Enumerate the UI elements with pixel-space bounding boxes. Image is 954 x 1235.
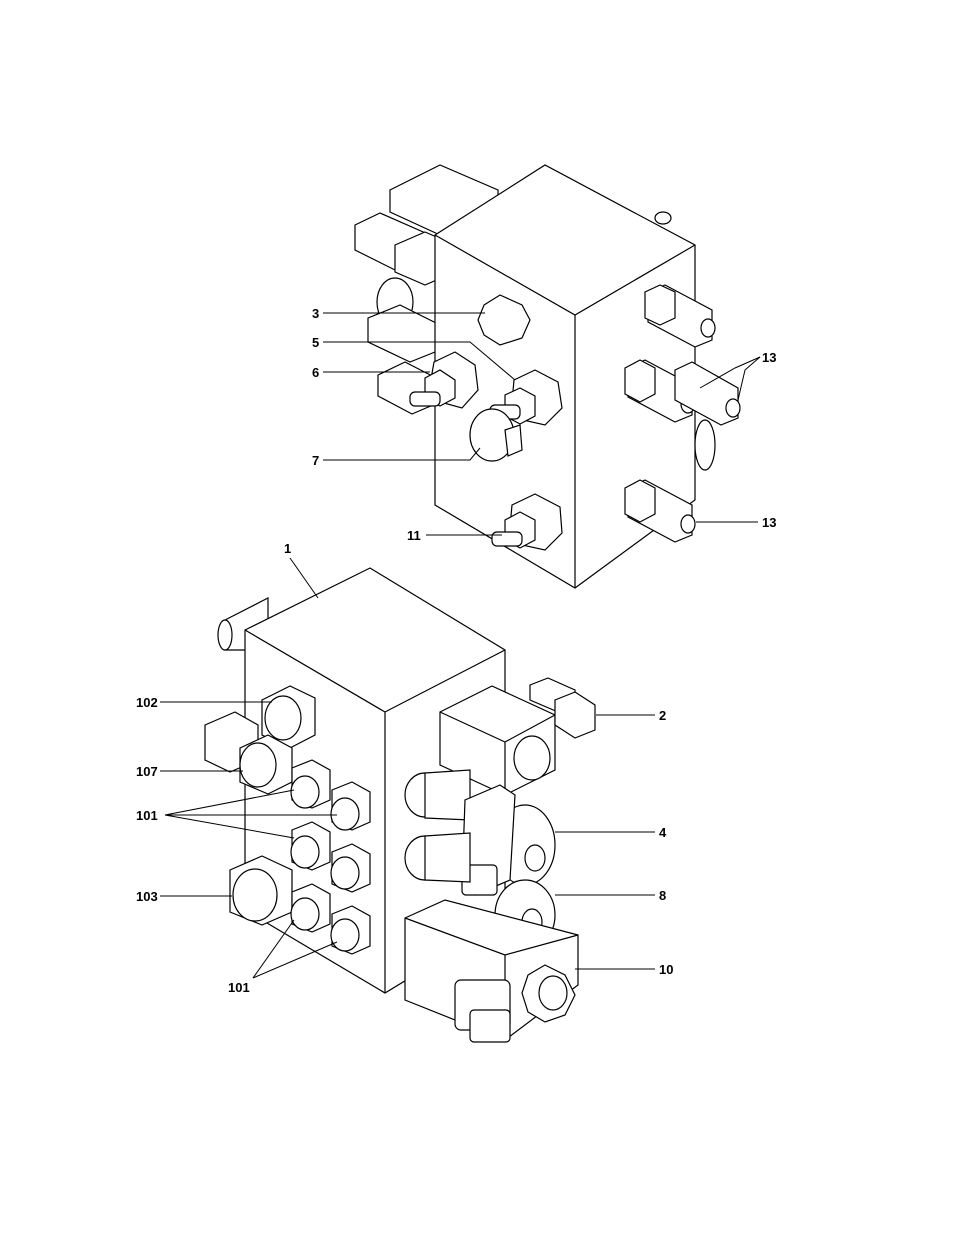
callout-101-lower: 101 [228,980,250,995]
callout-10: 10 [659,962,673,977]
upper-manifold-block [355,165,740,588]
callout-102: 102 [136,695,158,710]
callout-5: 5 [312,335,319,350]
callout-103: 103 [136,889,158,904]
callout-6: 6 [312,365,319,380]
callout-8: 8 [659,888,666,903]
callout-1: 1 [284,541,291,556]
callout-101-upper: 101 [136,808,158,823]
callout-7: 7 [312,453,319,468]
callout-11: 11 [407,528,421,543]
callout-13-upper: 13 [762,350,776,365]
callout-107: 107 [136,764,158,779]
lower-manifold-block [205,568,595,1042]
callout-4: 4 [659,825,667,840]
callout-13-lower: 13 [762,515,776,530]
callout-2: 2 [659,708,666,723]
callout-3: 3 [312,306,319,321]
